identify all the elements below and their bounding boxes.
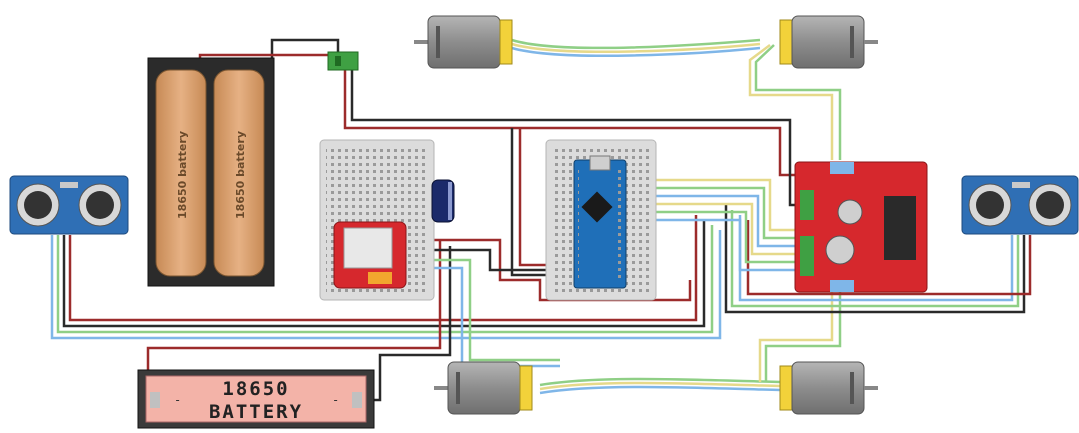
battery-pack: 18650 battery 18650 battery: [147, 57, 275, 287]
wires-signal: [625, 178, 805, 272]
motor-bottom-left: [434, 361, 533, 415]
ultrasonic-sensor-left: [9, 175, 129, 235]
ultrasonic-sensor-right: [961, 175, 1079, 235]
battery-cell-2: 18650 battery: [213, 69, 265, 277]
motor-top-right: [779, 15, 878, 69]
gsm-module: [333, 221, 407, 289]
wires-power: [198, 38, 805, 280]
wires-battery: [146, 238, 692, 402]
battery-plus-sign: -: [332, 393, 339, 407]
wires-top-motors: [511, 38, 842, 160]
capacitor: [431, 179, 455, 223]
battery-cell-2-label: 18650 battery: [234, 131, 247, 219]
motor-bottom-right: [779, 361, 878, 415]
motor-top-left: [414, 15, 513, 69]
battery-minus-sign: -: [174, 393, 181, 407]
battery-cell-1-label: 18650 battery: [176, 131, 189, 219]
battery-cell-1: 18650 battery: [155, 69, 207, 277]
battery-18650: - - 18650 BATTERY: [137, 369, 375, 429]
power-switch: [327, 51, 359, 71]
motor-driver: [794, 161, 928, 293]
wires-left-sensor: [50, 215, 722, 340]
arduino-nano: [573, 155, 627, 289]
wires-bottom-motors: [539, 290, 842, 395]
battery-label-line1: 18650: [222, 378, 289, 400]
battery-label-line2: BATTERY: [209, 401, 303, 423]
